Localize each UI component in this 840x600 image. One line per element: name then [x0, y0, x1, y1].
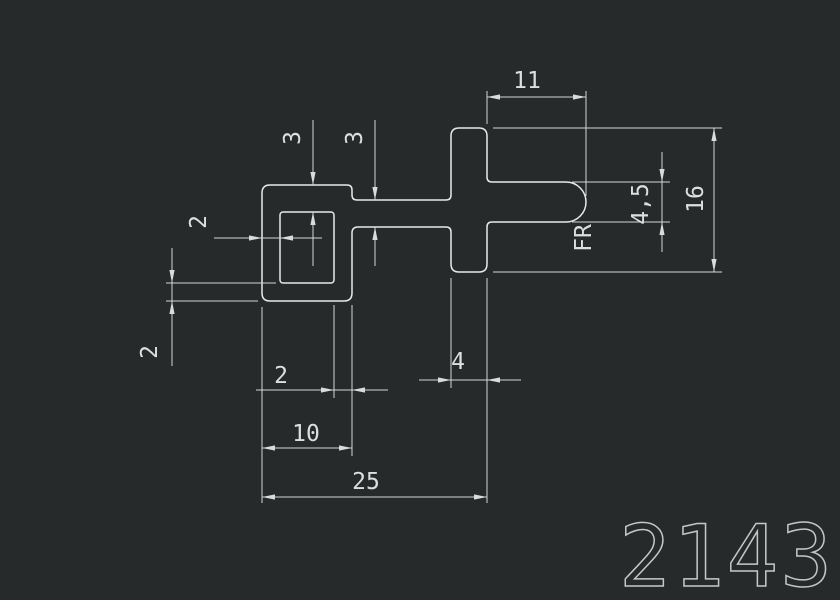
- extension-lines: [166, 91, 722, 503]
- full-radius-label: FR: [571, 224, 597, 252]
- dim-text-wall-top: 3: [280, 131, 306, 145]
- dim-text-web-thickness: 3: [342, 131, 368, 145]
- dimension-web-thickness: 3: [342, 120, 378, 266]
- dim-text-block-width: 10: [292, 421, 320, 447]
- dimension-wall-left: 2: [186, 215, 322, 241]
- dimension-total-width: 25: [262, 469, 487, 500]
- dim-text-total-width: 25: [352, 469, 380, 495]
- dimension-wall-top: 3: [280, 120, 316, 266]
- dim-text-total-height: 16: [683, 185, 709, 213]
- dim-text-wall-left: 2: [186, 215, 212, 229]
- dimension-total-height: 16: [683, 128, 717, 272]
- fr-text: FR: [571, 224, 597, 252]
- dimension-bar-width: 4: [419, 349, 521, 383]
- part-number: 2143: [619, 507, 834, 600]
- profile-outer-contour: [261, 127, 587, 302]
- profile-outline: [261, 127, 587, 302]
- dim-text-bar-width: 4: [451, 349, 465, 375]
- dim-text-wall-bottom: 2: [137, 345, 163, 359]
- dimension-arm-height: 4,5: [628, 152, 665, 252]
- profile-inner-hollow: [279, 211, 335, 284]
- dim-text-top-width: 11: [513, 68, 541, 94]
- dimension-wall-right: 2: [256, 363, 388, 393]
- dimension-block-width: 10: [262, 421, 352, 451]
- dimension-top-width: 11: [487, 68, 586, 100]
- dimension-wall-bottom: 2: [137, 248, 175, 366]
- dim-text-wall-right: 2: [274, 363, 288, 389]
- dim-text-arm-height: 4,5: [628, 183, 654, 225]
